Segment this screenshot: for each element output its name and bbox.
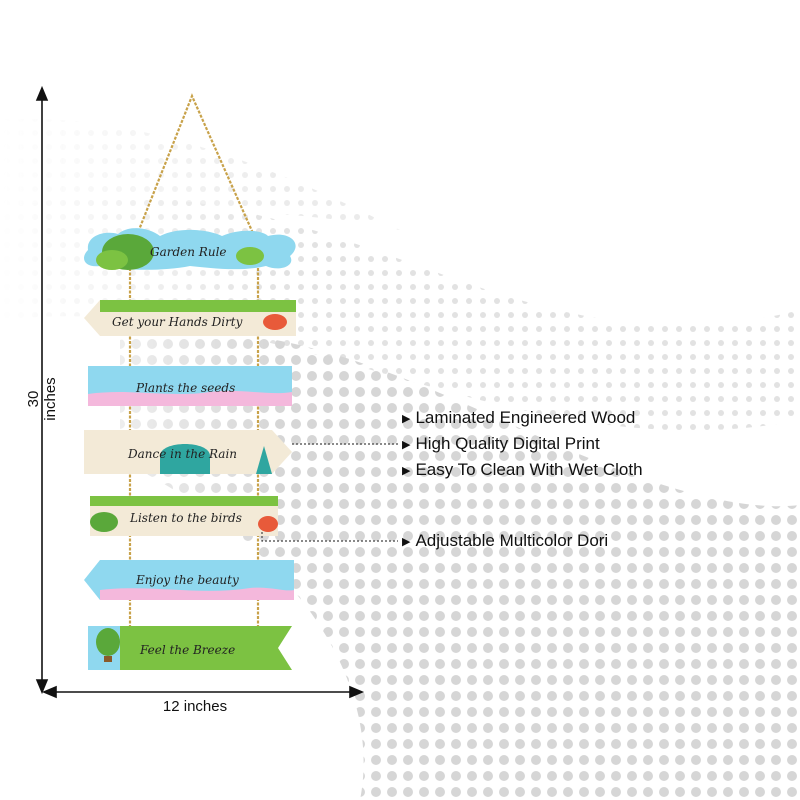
sign-get-your-hands-dirty: Get your Hands Dirty <box>84 300 296 336</box>
sign-text-garden-rule: Garden Rule <box>150 245 227 259</box>
height-label: 30 inches <box>25 377 59 421</box>
feature-text: Laminated Engineered Wood <box>415 408 636 427</box>
feature-digital-print: ▶ High Quality Digital Print <box>402 434 600 454</box>
sign-garden-rule: Garden Rule <box>84 228 296 270</box>
feature-easy-clean: ▶ Easy To Clean With Wet Cloth <box>402 460 643 480</box>
sign-text-get-your-hands-dirty: Get your Hands Dirty <box>112 315 243 329</box>
bullet-triangle-icon: ▶ <box>402 464 411 477</box>
width-label: 12 inches <box>162 698 228 715</box>
sign-dance-in-the-rain: Dance in the Rain <box>84 430 292 474</box>
feature-text: Easy To Clean With Wet Cloth <box>415 460 643 479</box>
sign-text-feel-the-breeze: Feel the Breeze <box>139 643 235 657</box>
sign-plants-the-seeds: Plants the seeds <box>88 366 292 406</box>
callout-leader-lines <box>261 443 398 542</box>
sign-text-enjoy-the-beauty: Enjoy the beauty <box>135 573 239 587</box>
sign-feel-the-breeze: Feel the Breeze <box>88 626 292 670</box>
hanging-rope <box>128 93 260 628</box>
sign-text-listen-to-the-birds: Listen to the birds <box>129 511 242 525</box>
height-dimension-arrow <box>35 85 49 695</box>
sign-listen-to-the-birds: Listen to the birds <box>90 496 278 536</box>
bullet-triangle-icon: ▶ <box>402 535 411 548</box>
feature-laminated-wood: ▶ Laminated Engineered Wood <box>402 408 635 428</box>
width-dimension-arrow <box>41 685 365 699</box>
bullet-triangle-icon: ▶ <box>402 438 411 451</box>
sign-enjoy-the-beauty: Enjoy the beauty <box>84 560 294 600</box>
feature-text: Adjustable Multicolor Dori <box>415 531 609 550</box>
sign-text-plants-the-seeds: Plants the seeds <box>135 381 235 395</box>
feature-adjustable-dori: ▶ Adjustable Multicolor Dori <box>402 531 608 551</box>
sign-text-dance-in-the-rain: Dance in the Rain <box>127 447 237 461</box>
bullet-triangle-icon: ▶ <box>402 412 411 425</box>
feature-text: High Quality Digital Print <box>415 434 600 453</box>
